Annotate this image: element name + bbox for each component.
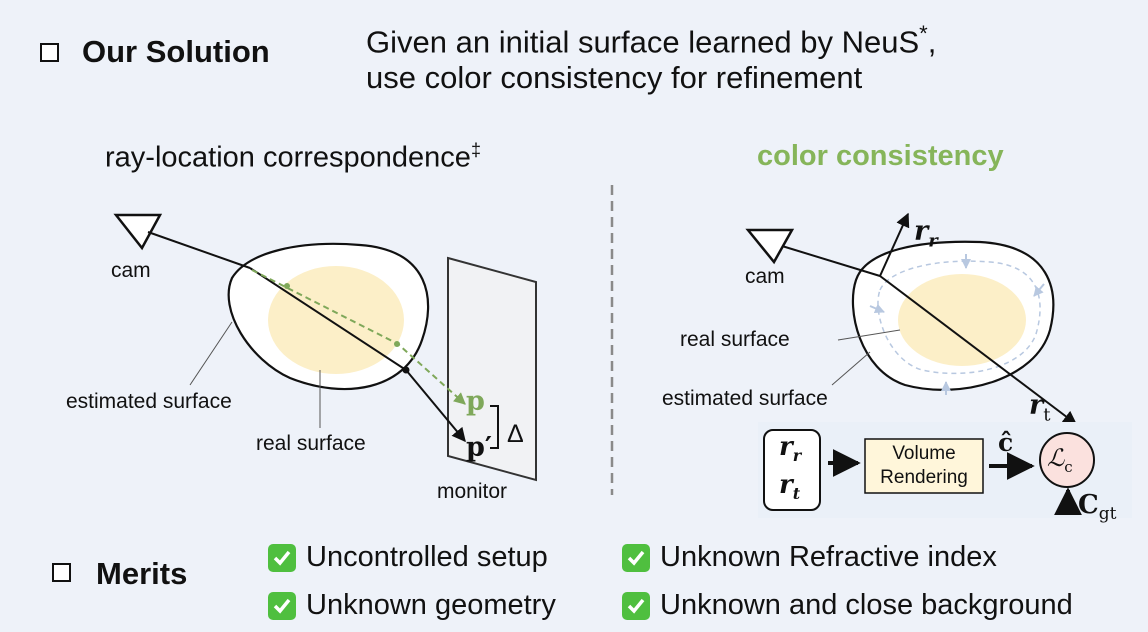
loss-text: ℒ xyxy=(1047,444,1065,472)
right-panel-title: color consistency xyxy=(757,140,1004,172)
merit-item: Unknown and close background xyxy=(622,589,1073,622)
right-estimated-surface-label: estimated surface xyxy=(662,387,828,410)
c-gt-label: Cgt xyxy=(1078,490,1116,524)
loss-label: ℒc xyxy=(1047,444,1073,476)
right-estimated-surface-leader xyxy=(831,351,871,386)
input-t-sub: t xyxy=(792,484,801,504)
point-p-prime-label: p′ xyxy=(466,432,492,463)
right-real-surface-shape xyxy=(898,274,1026,366)
left-real-surface-shape xyxy=(268,266,404,374)
solution-heading: Our Solution xyxy=(82,34,270,69)
ray-t-text: r xyxy=(1029,390,1044,421)
merit-label: Unknown Refractive index xyxy=(660,541,997,573)
check-icon xyxy=(622,591,650,620)
render-pipeline xyxy=(758,422,1132,518)
loss-circle xyxy=(1039,432,1095,488)
monitor-label: monitor xyxy=(437,480,508,503)
merit-label: Unknown geometry xyxy=(306,589,556,621)
check-icon xyxy=(268,591,296,620)
c-hat-label: ĉ xyxy=(998,428,1014,457)
input-r-label: rr xyxy=(779,432,801,465)
right-diagram xyxy=(745,212,1078,425)
left-panel-title: ray-location correspondence‡ xyxy=(105,140,481,175)
solution-description-line1: Given an initial surface learned by NeuS… xyxy=(366,14,936,62)
input-t-label: rt xyxy=(779,470,800,503)
ray-r-sub: r xyxy=(928,230,938,252)
right-camera-ray xyxy=(781,245,881,277)
merits-heading: Merits xyxy=(96,556,188,591)
solution-description-line2: use color consistency for refinement xyxy=(366,60,863,95)
refine-arrow xyxy=(869,303,885,314)
merits-checkbox xyxy=(52,563,71,587)
left-green-point xyxy=(284,283,290,289)
loss-sub: c xyxy=(1064,457,1073,476)
right-transmitted-ray xyxy=(879,275,1078,425)
right-inner-dashed-shape xyxy=(877,260,1041,375)
ray-r-text: r xyxy=(914,216,929,247)
ray-t-sub: t xyxy=(1043,404,1051,426)
left-exit-point xyxy=(402,366,410,374)
left-green-point-2 xyxy=(394,341,400,347)
point-p-label: p xyxy=(466,386,485,417)
c-gt-sub: gt xyxy=(1098,504,1117,525)
volume-rendering-label-2: Rendering xyxy=(880,467,968,488)
merit-item: Unknown Refractive index xyxy=(622,541,997,574)
refine-arrow xyxy=(1033,283,1045,297)
left-camera-icon xyxy=(113,213,163,251)
merit-label: Uncontrolled setup xyxy=(306,541,548,573)
left-panel-title-text: ray-location correspondence xyxy=(105,141,471,174)
left-panel-title-mark: ‡ xyxy=(470,140,481,160)
solution-checkbox xyxy=(40,43,59,67)
left-diagram xyxy=(113,213,537,482)
description-mark: * xyxy=(919,21,928,46)
volume-rendering-box xyxy=(864,438,984,494)
ray-input-box xyxy=(763,429,821,511)
delta-bracket xyxy=(490,405,499,449)
merit-item: Unknown geometry xyxy=(268,589,556,622)
right-cam-label: cam xyxy=(745,265,785,288)
right-reflected-ray xyxy=(879,212,910,277)
description-comma: , xyxy=(927,24,937,60)
check-icon xyxy=(622,543,650,572)
left-real-surface-label: real surface xyxy=(256,432,366,455)
left-cam-label: cam xyxy=(111,259,151,282)
right-real-surface-label: real surface xyxy=(680,328,790,351)
right-real-surface-leader xyxy=(837,329,901,341)
input-r-text: r xyxy=(779,432,793,462)
merit-label: Unknown and close background xyxy=(660,589,1073,621)
delta-label: Δ xyxy=(507,420,524,448)
input-r-sub: r xyxy=(792,446,802,466)
merit-item: Uncontrolled setup xyxy=(268,541,548,574)
estimated-surface-leader xyxy=(189,321,233,386)
check-icon xyxy=(268,543,296,572)
input-t-text: r xyxy=(779,470,793,500)
left-estimated-surface-label: estimated surface xyxy=(66,390,232,413)
volume-rendering-label-1: Volume xyxy=(892,443,956,464)
description-text: Given an initial surface learned by NeuS xyxy=(366,24,920,60)
ray-r-label: rr xyxy=(914,216,938,251)
ray-t-label: rt xyxy=(1029,390,1050,425)
left-camera-ray xyxy=(147,231,251,269)
c-gt-text: C xyxy=(1078,490,1099,520)
